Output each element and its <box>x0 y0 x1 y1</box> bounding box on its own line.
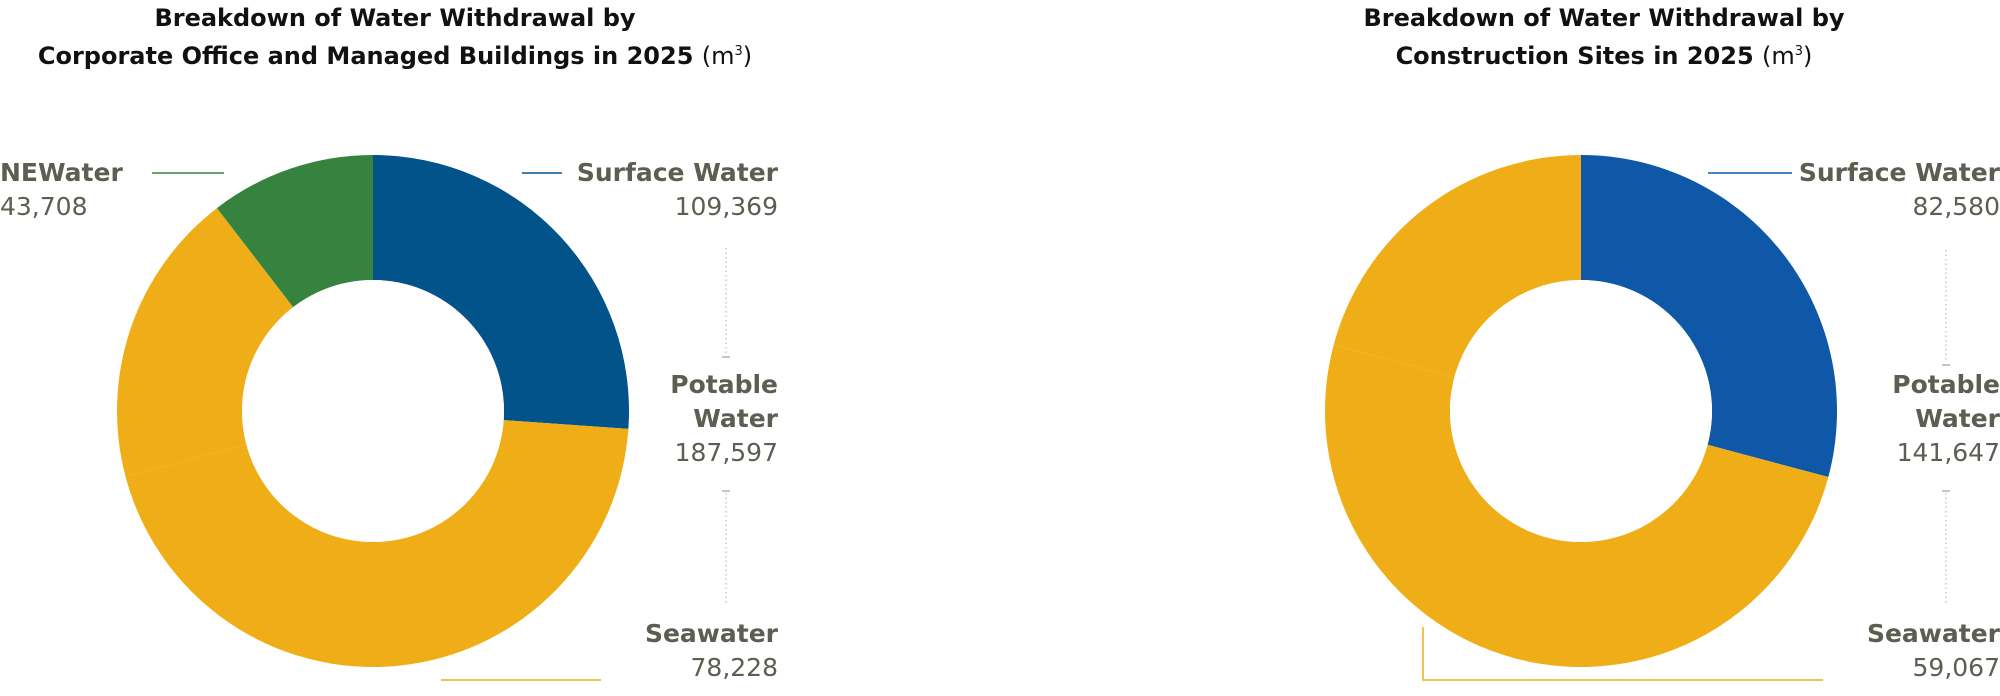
donut-chart <box>116 155 730 681</box>
label-newater: NEWater 43,708 <box>0 158 123 221</box>
donut-slice-potable-water <box>125 420 629 667</box>
unit-label: (m3) <box>701 42 753 70</box>
donut-hole <box>242 280 504 542</box>
donut-slice-seawater <box>116 208 294 477</box>
title-line-1: Breakdown of Water Withdrawal by <box>154 4 636 32</box>
chart-construction-sites: Breakdown of Water Withdrawal by Constru… <box>1208 0 2000 696</box>
donut-slice-seawater <box>1333 155 1581 378</box>
chart-title: Breakdown of Water Withdrawal by Corpora… <box>0 2 790 73</box>
unit-label: (m3) <box>1762 42 1813 70</box>
label-seawater: Seawater 59,067 <box>1866 619 2000 682</box>
label-potable-water: Potable Water 187,597 <box>670 370 778 467</box>
donut-segments <box>1325 155 1837 667</box>
donut-segments <box>116 155 629 667</box>
donut-slice-surface-water <box>1581 155 1837 477</box>
donut-slice-surface-water <box>373 155 629 429</box>
chart-title: Breakdown of Water Withdrawal by Constru… <box>1208 2 2000 73</box>
donut-slice-potable-water <box>1325 345 1829 667</box>
label-potable-water: Potable Water 141,647 <box>1892 370 2000 467</box>
title-line-2: Corporate Office and Managed Buildings i… <box>37 42 694 70</box>
title-line-2: Construction Sites in 2025 <box>1395 42 1754 70</box>
leader-line-seawater <box>1422 627 1823 681</box>
donut-chart <box>1325 155 1950 681</box>
chart-corporate-office: Breakdown of Water Withdrawal by Corpora… <box>0 0 790 696</box>
donut-slice-newater <box>216 155 373 308</box>
title-line-1: Breakdown of Water Withdrawal by <box>1363 4 1845 32</box>
label-surface-water: Surface Water 109,369 <box>576 158 778 221</box>
donut-hole <box>1450 280 1712 542</box>
label-surface-water: Surface Water 82,580 <box>1798 158 2000 221</box>
label-seawater: Seawater 78,228 <box>644 619 778 682</box>
